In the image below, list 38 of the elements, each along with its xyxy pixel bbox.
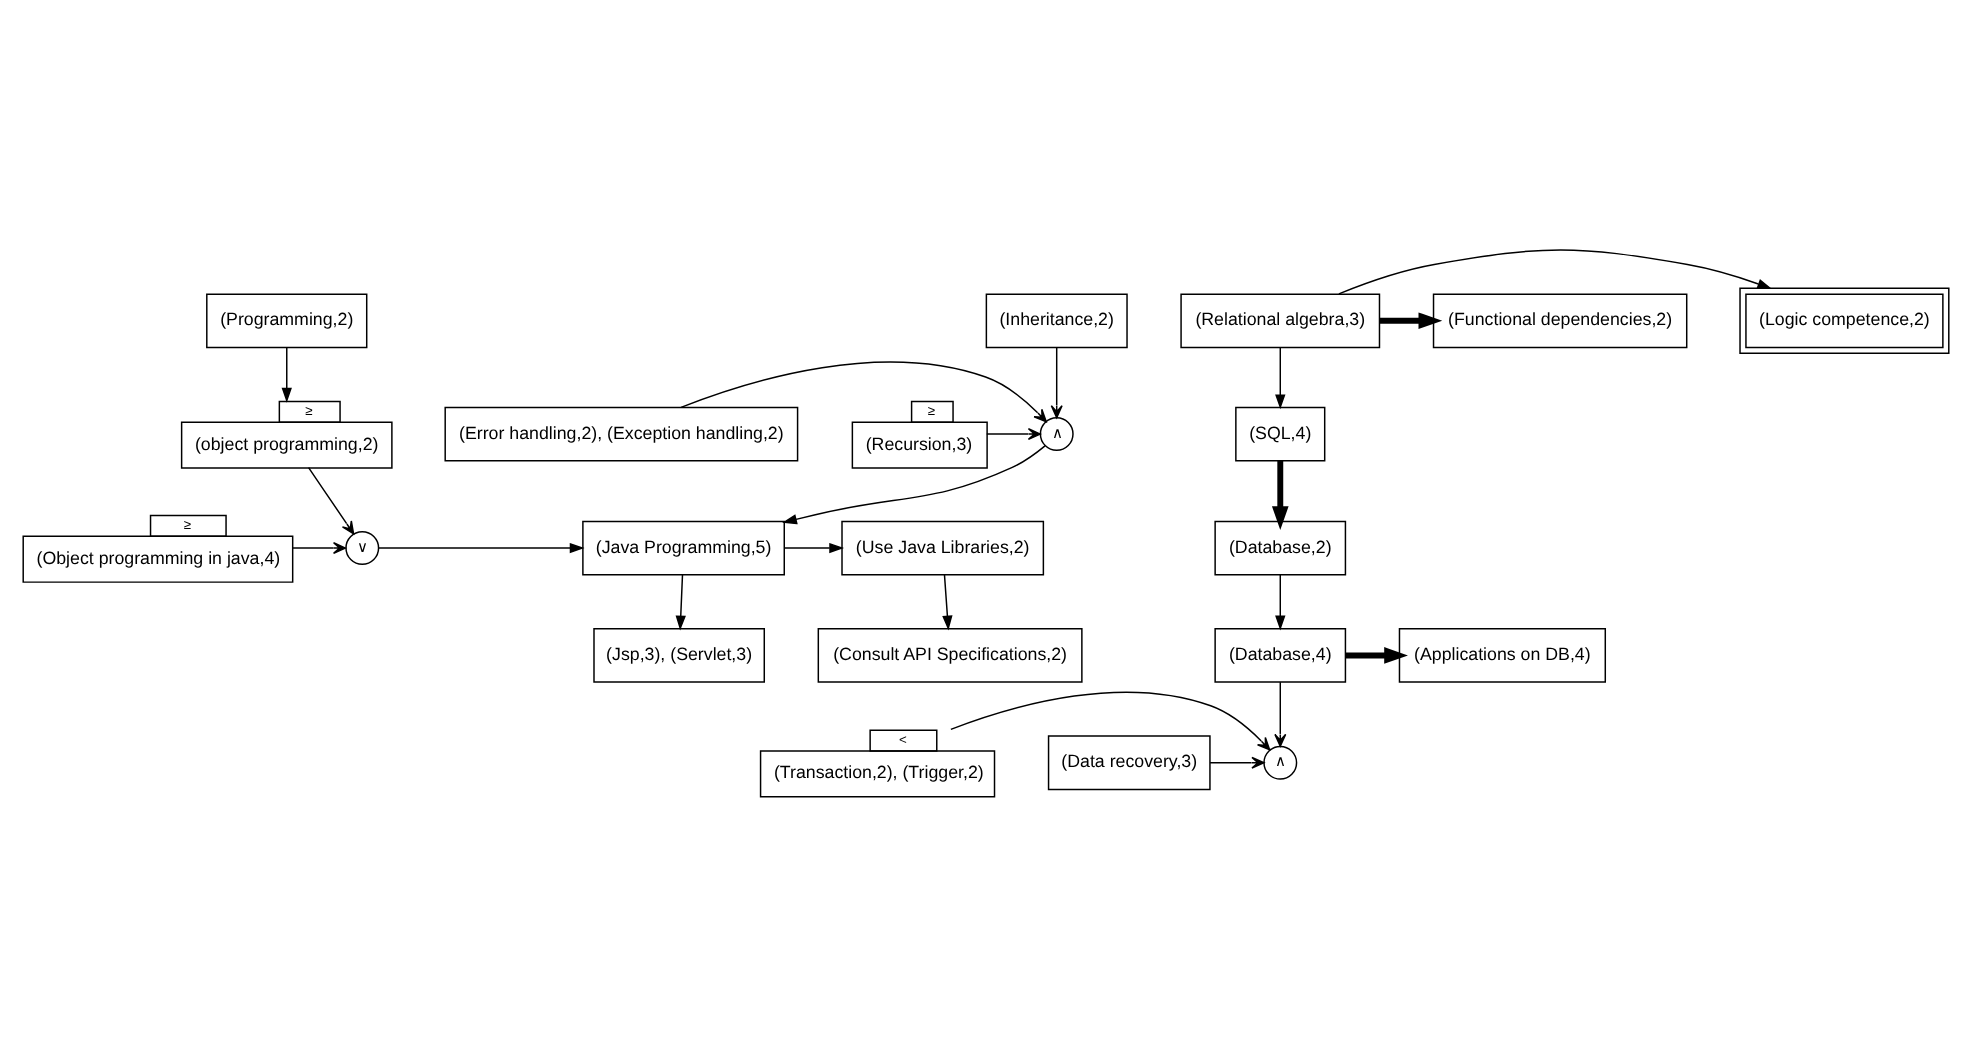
node-box: (Logic competence,2)	[1739, 287, 1950, 355]
arrow	[782, 445, 1046, 525]
node-box: (Database,4)	[1214, 628, 1347, 683]
node-circle: ∧	[1039, 417, 1074, 452]
node-box: (Inheritance,2)	[985, 293, 1128, 349]
node-box: (Programming,2)	[206, 293, 368, 349]
arrow	[783, 542, 845, 554]
node-box: (Database,2)	[1214, 520, 1347, 576]
node-box: (SQL,4)	[1235, 406, 1326, 462]
arrow	[986, 428, 1042, 441]
arrow	[307, 466, 355, 535]
node-box: (Use Java Libraries,2)	[841, 520, 1045, 576]
node-circle: ∨	[345, 531, 380, 566]
arrow	[1379, 312, 1443, 330]
arrow	[1050, 347, 1063, 419]
node-box: (Functional dependencies,2)	[1432, 293, 1688, 349]
arrow	[377, 542, 585, 554]
arrow	[675, 574, 686, 631]
node-box: (Jsp,3), (Servlet,3)	[593, 628, 765, 683]
arrow	[1338, 249, 1773, 295]
arrow	[942, 574, 953, 631]
node-box: (Applications on DB,4)	[1398, 628, 1606, 683]
node-box: (Java Programming,5)	[582, 520, 785, 576]
arrow	[950, 691, 1271, 751]
node-circle: ∧	[1263, 745, 1298, 780]
arrow	[281, 347, 292, 403]
arrow	[680, 361, 1047, 423]
arrow	[1274, 681, 1287, 747]
node-box: (Error handling,2), (Exception handling,2)	[444, 406, 799, 462]
node-box: (Data recovery,3)	[1047, 735, 1211, 791]
arrow	[1345, 647, 1408, 664]
node-box: (Consult API Specifications,2)	[817, 628, 1083, 683]
arrow	[1275, 347, 1286, 410]
arrow	[1271, 460, 1289, 531]
arrow	[1275, 574, 1286, 631]
arrow	[292, 542, 347, 555]
node-box: (Relational algebra,3)	[1180, 293, 1381, 349]
arrow	[1209, 756, 1265, 769]
